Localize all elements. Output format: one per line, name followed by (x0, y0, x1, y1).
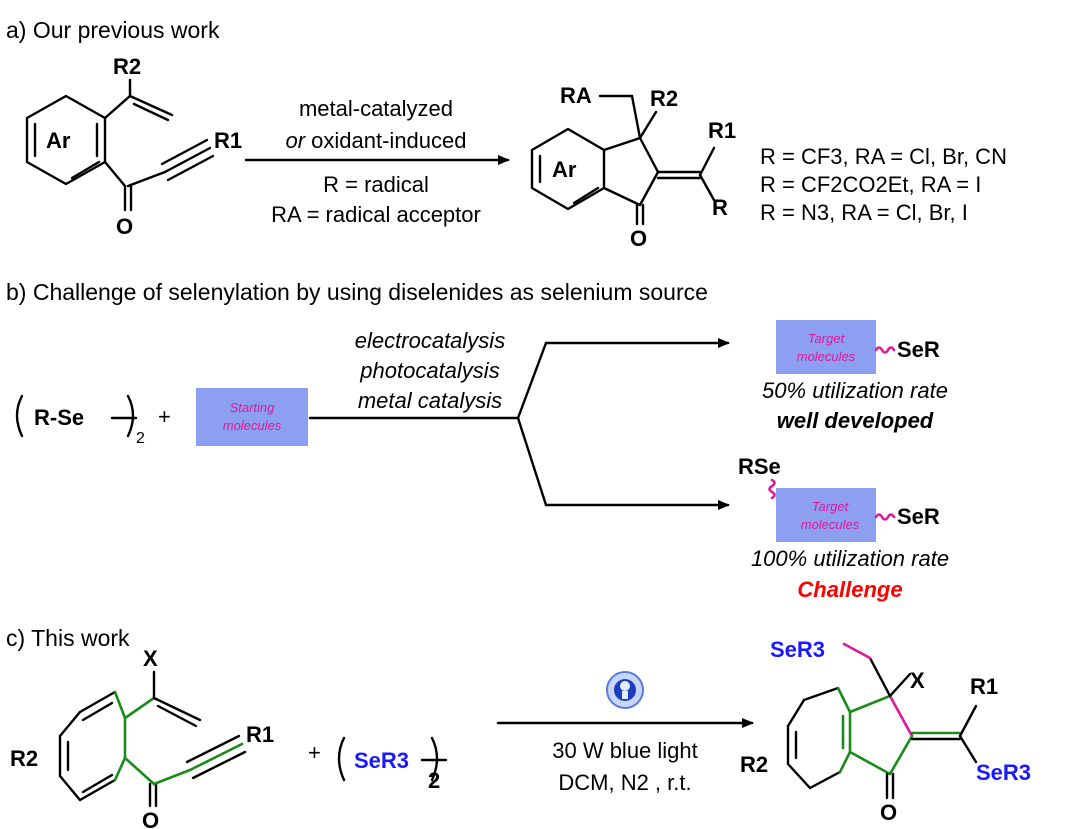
svg-text:molecules: molecules (797, 349, 856, 364)
rate-50: 50% utilization rate (762, 378, 948, 403)
section-a-results: R = CF3, RA = Cl, Br, CN R = CF2CO2Et, R… (760, 144, 1007, 225)
svg-text:R = N3, RA = Cl, Br, I: R = N3, RA = Cl, Br, I (760, 200, 968, 225)
svg-text:RA: RA (560, 83, 592, 108)
svg-text:Ar: Ar (552, 157, 577, 182)
svg-text:metal catalysis: metal catalysis (358, 388, 502, 413)
svg-text:R = radical: R = radical (323, 172, 429, 197)
svg-text:R1: R1 (708, 118, 736, 143)
svg-text:SeR3: SeR3 (770, 637, 825, 662)
svg-text:molecules: molecules (801, 517, 860, 532)
svg-text:2: 2 (428, 768, 440, 793)
svg-text:O: O (880, 800, 897, 825)
section-c-title: c) This work (6, 625, 130, 651)
rate-100: 100% utilization rate (751, 546, 949, 571)
section-b-plus: + (158, 404, 171, 429)
svg-text:R = CF2CO2Et, RA = I: R = CF2CO2Et, RA = I (760, 172, 981, 197)
svg-text:DCM, N2 , r.t.: DCM, N2 , r.t. (558, 770, 691, 795)
svg-text:O: O (142, 808, 159, 829)
svg-text:R2: R2 (740, 752, 768, 777)
svg-text:R-Se: R-Se (34, 405, 84, 430)
challenge-label: Challenge (797, 577, 902, 602)
svg-text:molecules: molecules (223, 418, 282, 433)
svg-text:R2: R2 (113, 54, 141, 79)
svg-text:Ar: Ar (46, 128, 71, 153)
section-c-substrate: R2 X O R1 (10, 646, 274, 829)
svg-text:R1: R1 (970, 674, 998, 699)
svg-text:X: X (910, 668, 925, 693)
svg-text:R1: R1 (214, 128, 242, 153)
svg-text:SeR: SeR (897, 504, 940, 529)
section-a-substrate: Ar R2 O R1 (25, 54, 242, 239)
svg-text:or oxidant-induced: or oxidant-induced (285, 128, 466, 153)
starting-molecules-box: Starting molecules (196, 388, 308, 446)
svg-text:Starting: Starting (230, 400, 276, 415)
svg-text:photocatalysis: photocatalysis (359, 358, 499, 383)
svg-text:SeR3: SeR3 (354, 748, 409, 773)
svg-text:R1: R1 (246, 722, 274, 747)
section-a-title: a) Our previous work (6, 17, 220, 43)
svg-text:R2: R2 (10, 746, 38, 771)
section-c-plus: + (308, 740, 321, 765)
blue-light-lamp-icon (606, 671, 644, 709)
diselenide-reagent: R-Se 2 (15, 394, 145, 447)
section-a-conditions: metal-catalyzed or oxidant-induced R = r… (244, 96, 510, 227)
svg-text:R2: R2 (650, 86, 678, 111)
svg-text:R = CF3, RA = Cl, Br, CN: R = CF3, RA = Cl, Br, CN (760, 144, 1007, 169)
svg-text:SeR3: SeR3 (976, 760, 1031, 785)
section-b-title: b) Challenge of selenylation by using di… (6, 279, 708, 305)
section-c-product: R2 O SeR3 X R1 SeR3 (740, 637, 1031, 825)
svg-text:RA = radical acceptor: RA = radical acceptor (271, 202, 481, 227)
svg-text:O: O (116, 214, 133, 239)
svg-text:2: 2 (136, 430, 145, 447)
svg-text:electrocatalysis: electrocatalysis (355, 328, 505, 353)
svg-text:30 W blue light: 30 W blue light (552, 738, 698, 763)
well-developed-label: well developed (777, 408, 934, 433)
svg-text:O: O (630, 226, 647, 251)
svg-text:X: X (143, 646, 158, 671)
branching-arrows (308, 338, 730, 510)
section-b-methods: electrocatalysis photocatalysis metal ca… (355, 328, 505, 413)
svg-text:SeR: SeR (897, 337, 940, 362)
section-c-diselenide: SeR3 2 (337, 736, 448, 793)
svg-text:R: R (712, 195, 728, 220)
svg-text:metal-catalyzed: metal-catalyzed (299, 96, 453, 121)
svg-text:Target: Target (812, 499, 850, 514)
section-a-product: Ar O RA R2 R1 R (530, 83, 736, 251)
target-product-mono: Target molecules SeR (776, 320, 940, 374)
svg-text:Target: Target (808, 331, 846, 346)
target-product-bis: RSe Target molecules SeR (738, 454, 940, 542)
svg-text:RSe: RSe (738, 454, 781, 479)
section-c-conditions: 30 W blue light DCM, N2 , r.t. (496, 718, 754, 795)
